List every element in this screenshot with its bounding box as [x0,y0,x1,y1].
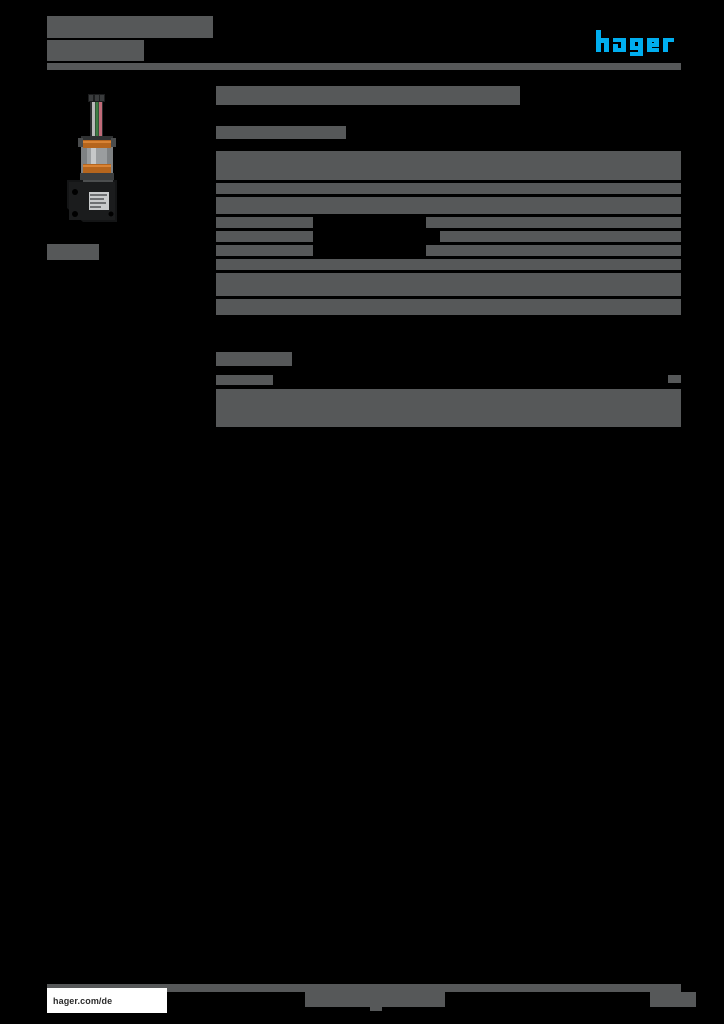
table-cell-value [313,183,681,194]
table-cell-value [313,245,681,256]
table-cell-label [216,217,313,228]
table-row [216,151,681,180]
spec-value [426,245,681,256]
product-caption [47,244,99,260]
content-column [216,86,681,315]
spec-label [216,217,313,228]
table-row [216,197,681,214]
table-row-gap [216,242,681,245]
table-row [216,217,681,228]
footer-url-box[interactable]: hager.com/de [47,988,167,1013]
table-row-gap [216,256,681,259]
header-divider [47,63,681,70]
spec-value [313,151,681,180]
table-cell-label [216,259,313,270]
table-cell-value [313,273,681,296]
table-cell-value [313,197,681,214]
spec-label [216,183,313,194]
bottom-section-subheading [216,375,273,385]
table-cell-label [216,299,313,315]
hager-logo[interactable] [596,30,676,56]
spec-label [216,273,313,296]
table-row-gap [216,270,681,273]
table-row-gap [216,296,681,299]
spec-label [216,259,313,270]
table-cell-label [216,273,313,296]
spec-label [216,231,313,242]
footer-center-text [305,992,445,1007]
spec-label [216,151,313,180]
bottom-section-accent-mark [668,375,681,383]
page-footer: hager.com/de [47,984,696,1014]
table-row [216,183,681,194]
bottom-section [216,352,681,427]
page-header [47,14,681,70]
footer-page-number [650,992,696,1007]
table-cell-value [313,231,681,242]
table-row [216,273,681,296]
table-cell-label [216,151,313,180]
table-cell-value [313,259,681,270]
footer-center-mark [370,1005,382,1011]
table-cell-value [313,299,681,315]
footer-url-label[interactable]: hager.com/de [53,995,113,1006]
table-cell-label [216,245,313,256]
table-cell-label [216,183,313,194]
spec-value [313,273,681,296]
spec-value [313,197,681,214]
product-figure [47,80,187,260]
spec-value [440,231,681,242]
page-title [216,86,520,105]
spec-value [313,183,681,194]
table-cell-label [216,197,313,214]
section-label [216,126,346,139]
specification-table [216,151,681,315]
bottom-section-body [216,389,681,427]
spec-label [216,299,313,315]
table-row-gap [216,194,681,197]
spec-value [426,217,681,228]
specification-table-body [216,151,681,315]
document-title-line-1 [47,16,213,38]
table-cell-value [313,217,681,228]
bottom-section-heading [216,352,292,366]
footer-divider [47,984,681,992]
table-row [216,299,681,315]
table-row [216,245,681,256]
table-cell-label [216,231,313,242]
table-row [216,259,681,270]
table-cell-value [313,151,681,180]
spec-value [313,259,681,270]
table-row-gap [216,228,681,231]
spec-value [313,299,681,315]
table-row-gap [216,180,681,183]
spec-label [216,245,313,256]
product-photo [47,80,177,240]
table-row [216,231,681,242]
document-title-line-2 [47,40,144,61]
spec-label [216,197,313,214]
table-row-gap [216,214,681,217]
